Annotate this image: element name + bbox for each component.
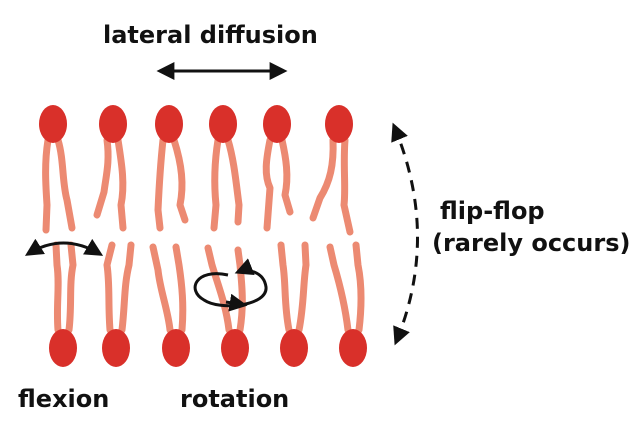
lipid-tail [326, 243, 352, 334]
rotation-label: rotation [180, 385, 290, 413]
lipid-tail [278, 136, 294, 216]
lipid-tail [170, 136, 189, 224]
lipid-head [339, 329, 367, 367]
lipid-tail [352, 241, 365, 334]
flexion-label: flexion [18, 385, 110, 413]
lipid-head [280, 329, 308, 367]
lipid-tail [295, 241, 310, 334]
lipid-tail [210, 136, 222, 232]
lipid-tail [262, 136, 274, 232]
lipid-head [325, 105, 353, 143]
lipid-tail [224, 136, 243, 226]
rarely-occurs-label: (rarely occurs) [432, 229, 631, 257]
lipid-head [155, 105, 183, 143]
lipid-head [99, 105, 127, 143]
lipid-head [49, 329, 77, 367]
lipid-head [263, 105, 291, 143]
lipid-tail [118, 241, 135, 334]
lipid-head [102, 329, 130, 367]
lipid-head [221, 329, 249, 367]
lateral-diffusion-label: lateral diffusion [103, 21, 318, 49]
lipid-tail [52, 241, 62, 334]
lipid-tail [42, 136, 52, 234]
lipid-tail [93, 136, 112, 219]
lower-leaflet-tails [52, 241, 365, 334]
flip-flop-label: flip-flop [440, 197, 545, 225]
lipid-tail [54, 136, 76, 232]
lipid-head [162, 329, 190, 367]
lipid-tail [65, 241, 77, 334]
lipid-tail [154, 136, 167, 232]
lipid-tail [172, 243, 187, 334]
lipid-head [209, 105, 237, 143]
lipid-tail [103, 241, 116, 334]
flip-flop-arrow [391, 122, 419, 346]
upper-leaflet-tails [42, 136, 354, 236]
lipid-tail [277, 241, 293, 334]
rotation-arrow-tail [225, 293, 248, 312]
lower-leaflet-heads [49, 329, 367, 367]
rotation-arrow [193, 258, 268, 308]
upper-leaflet-heads [39, 105, 353, 143]
lipid-tail [204, 244, 233, 334]
lipid-tail [340, 136, 354, 236]
lipid-head [39, 105, 67, 143]
lipid-tail [234, 246, 246, 334]
lipid-tail [149, 243, 174, 334]
lipid-tail [309, 136, 337, 222]
lipid-tail [114, 136, 127, 232]
flexion-arrow [24, 238, 104, 256]
